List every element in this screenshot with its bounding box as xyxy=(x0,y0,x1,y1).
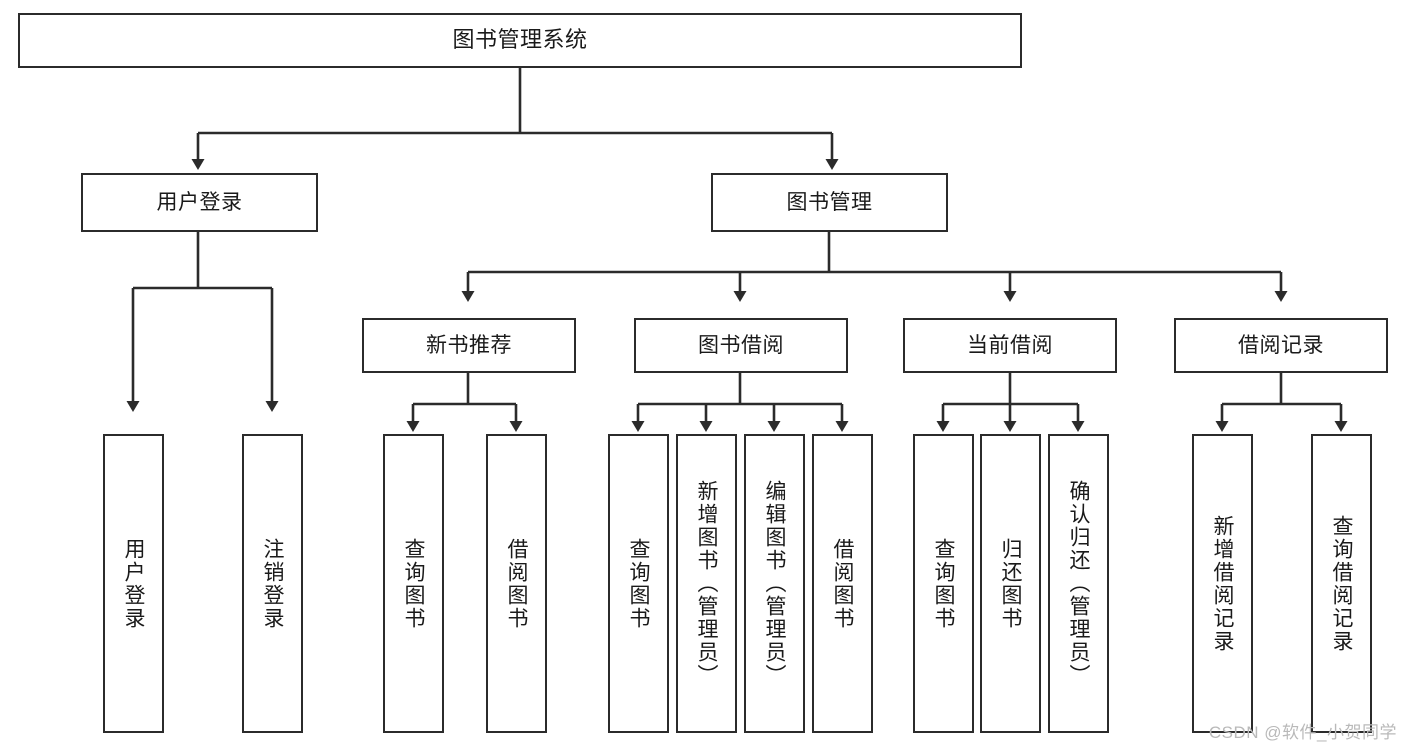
watermark-text: CSDN @软件_小贺同学 xyxy=(1208,723,1397,742)
node-label: 图书借阅 xyxy=(698,333,784,357)
node-label: 图书管理 xyxy=(786,190,873,214)
leaf-recommend-query-book[interactable]: 查询图书 xyxy=(383,434,444,733)
node-label: 新增图书（管理员） xyxy=(695,480,718,687)
node-user-login[interactable]: 用户登录 xyxy=(81,173,318,232)
node-label: 新书推荐 xyxy=(426,333,512,357)
leaf-borrow-edit-book[interactable]: 编辑图书（管理员） xyxy=(744,434,805,733)
node-label: 查询图书 xyxy=(627,537,650,630)
node-new-book-recommend[interactable]: 新书推荐 xyxy=(362,318,576,373)
node-label: 确认归还（管理员） xyxy=(1067,480,1090,687)
leaf-borrow-query-book[interactable]: 查询图书 xyxy=(608,434,669,733)
leaf-borrow-add-book[interactable]: 新增图书（管理员） xyxy=(676,434,737,733)
node-label: 查询图书 xyxy=(932,537,955,630)
node-label: 新增借阅记录 xyxy=(1211,514,1234,653)
node-label: 注销登录 xyxy=(261,537,284,630)
node-label: 借阅图书 xyxy=(831,537,854,630)
node-label: 图书管理系统 xyxy=(452,27,588,53)
leaf-borrow-borrow-book[interactable]: 借阅图书 xyxy=(812,434,873,733)
leaf-record-query-record[interactable]: 查询借阅记录 xyxy=(1311,434,1372,733)
node-borrow-record[interactable]: 借阅记录 xyxy=(1174,318,1388,373)
node-label: 查询图书 xyxy=(402,537,425,630)
node-book-borrow[interactable]: 图书借阅 xyxy=(634,318,848,373)
node-root-system[interactable]: 图书管理系统 xyxy=(18,13,1022,68)
leaf-current-query-book[interactable]: 查询图书 xyxy=(913,434,974,733)
leaf-record-add-record[interactable]: 新增借阅记录 xyxy=(1192,434,1253,733)
node-label: 当前借阅 xyxy=(967,333,1053,357)
leaf-user-login-login[interactable]: 用户登录 xyxy=(103,434,164,733)
node-label: 借阅图书 xyxy=(505,537,528,630)
node-current-borrow[interactable]: 当前借阅 xyxy=(903,318,1117,373)
node-label: 用户登录 xyxy=(122,537,145,630)
leaf-current-confirm-return[interactable]: 确认归还（管理员） xyxy=(1048,434,1109,733)
node-label: 归还图书 xyxy=(999,537,1022,630)
node-label: 用户登录 xyxy=(156,190,243,214)
node-label: 借阅记录 xyxy=(1238,333,1324,357)
node-book-management[interactable]: 图书管理 xyxy=(711,173,948,232)
node-label: 查询借阅记录 xyxy=(1330,514,1353,653)
leaf-user-login-logout[interactable]: 注销登录 xyxy=(242,434,303,733)
leaf-recommend-borrow-book[interactable]: 借阅图书 xyxy=(486,434,547,733)
node-label: 编辑图书（管理员） xyxy=(763,480,786,687)
leaf-current-return-book[interactable]: 归还图书 xyxy=(980,434,1041,733)
